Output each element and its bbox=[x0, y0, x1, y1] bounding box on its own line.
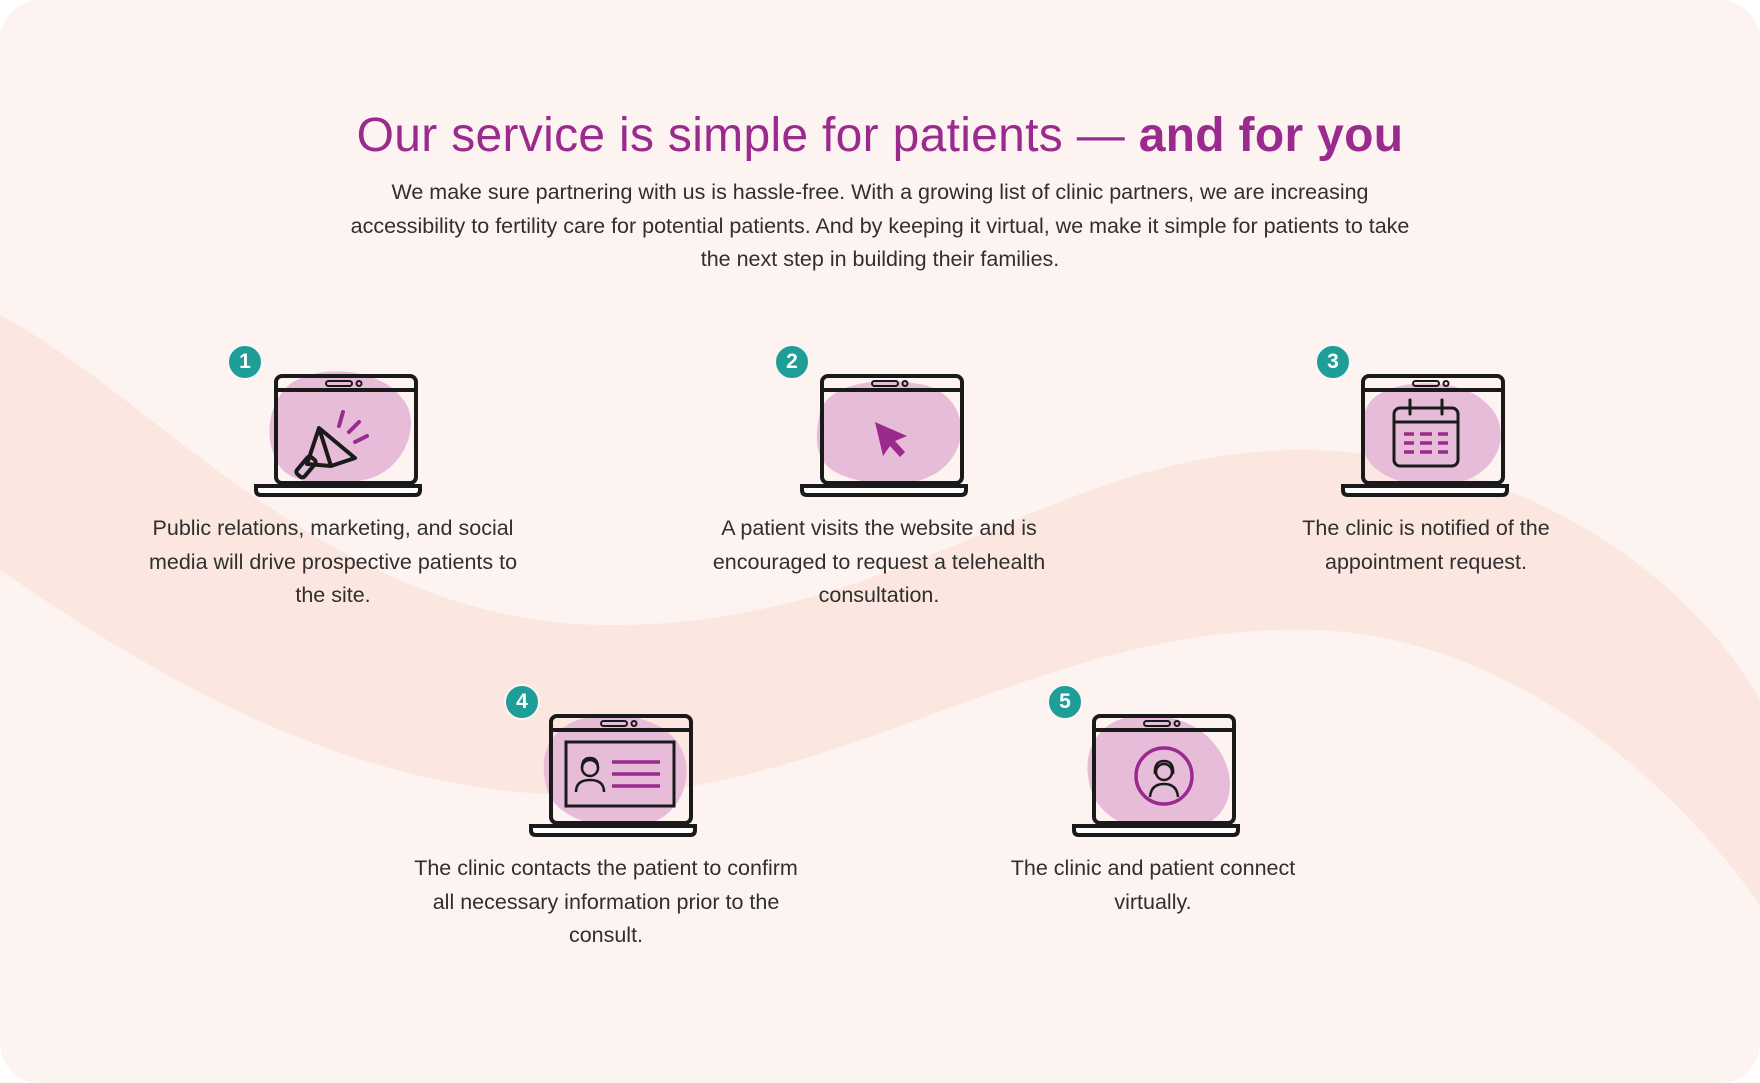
step-description: The clinic and patient connect virtually… bbox=[1010, 856, 1296, 914]
step-number-badge: 4 bbox=[504, 684, 540, 720]
step-number-badge: 5 bbox=[1047, 684, 1083, 720]
patient-profile-laptop-icon bbox=[529, 714, 697, 837]
step-3: 3 bbox=[1216, 344, 1636, 579]
step-number-badge: 2 bbox=[774, 344, 810, 380]
megaphone-icon bbox=[294, 410, 369, 480]
title-regular: Our service is simple for patients — bbox=[356, 109, 1139, 162]
step-number-badge: 3 bbox=[1315, 344, 1351, 380]
patient-profile-icon bbox=[564, 740, 676, 808]
step-description: A patient visits the website and is enco… bbox=[712, 516, 1046, 607]
cursor-laptop-icon bbox=[800, 374, 968, 497]
step-illustration: 3 bbox=[1216, 344, 1636, 512]
step-4: 4 The clinic contacts the pa bbox=[396, 684, 816, 953]
step-description: The clinic contacts the patient to confi… bbox=[414, 856, 798, 947]
cursor-icon bbox=[875, 422, 907, 457]
step-5: 5 The clinic and patient connect virtual… bbox=[943, 684, 1363, 919]
step-description: Public relations, marketing, and social … bbox=[148, 516, 518, 607]
megaphone-laptop-icon bbox=[254, 371, 422, 497]
step-1: 1 Public relations, marketing, and soci bbox=[123, 344, 543, 613]
video-call-icon bbox=[1134, 746, 1194, 806]
calendar-laptop-icon bbox=[1341, 374, 1509, 497]
title-emphasis: and for you bbox=[1138, 109, 1404, 162]
page-title: Our service is simple for patients — and… bbox=[0, 108, 1760, 163]
step-illustration: 4 bbox=[396, 684, 816, 852]
step-illustration: 2 bbox=[669, 344, 1089, 512]
step-illustration: 5 bbox=[943, 684, 1363, 852]
step-number-badge: 1 bbox=[227, 344, 263, 380]
step-illustration: 1 bbox=[123, 344, 543, 512]
intro-paragraph: We make sure partnering with us is hassl… bbox=[350, 180, 1410, 271]
step-2: 2 A patient visits the website and is en… bbox=[669, 344, 1089, 613]
video-call-laptop-icon bbox=[1072, 714, 1240, 837]
calendar-icon bbox=[1392, 398, 1460, 468]
step-description: The clinic is notified of the appointmen… bbox=[1302, 516, 1550, 574]
